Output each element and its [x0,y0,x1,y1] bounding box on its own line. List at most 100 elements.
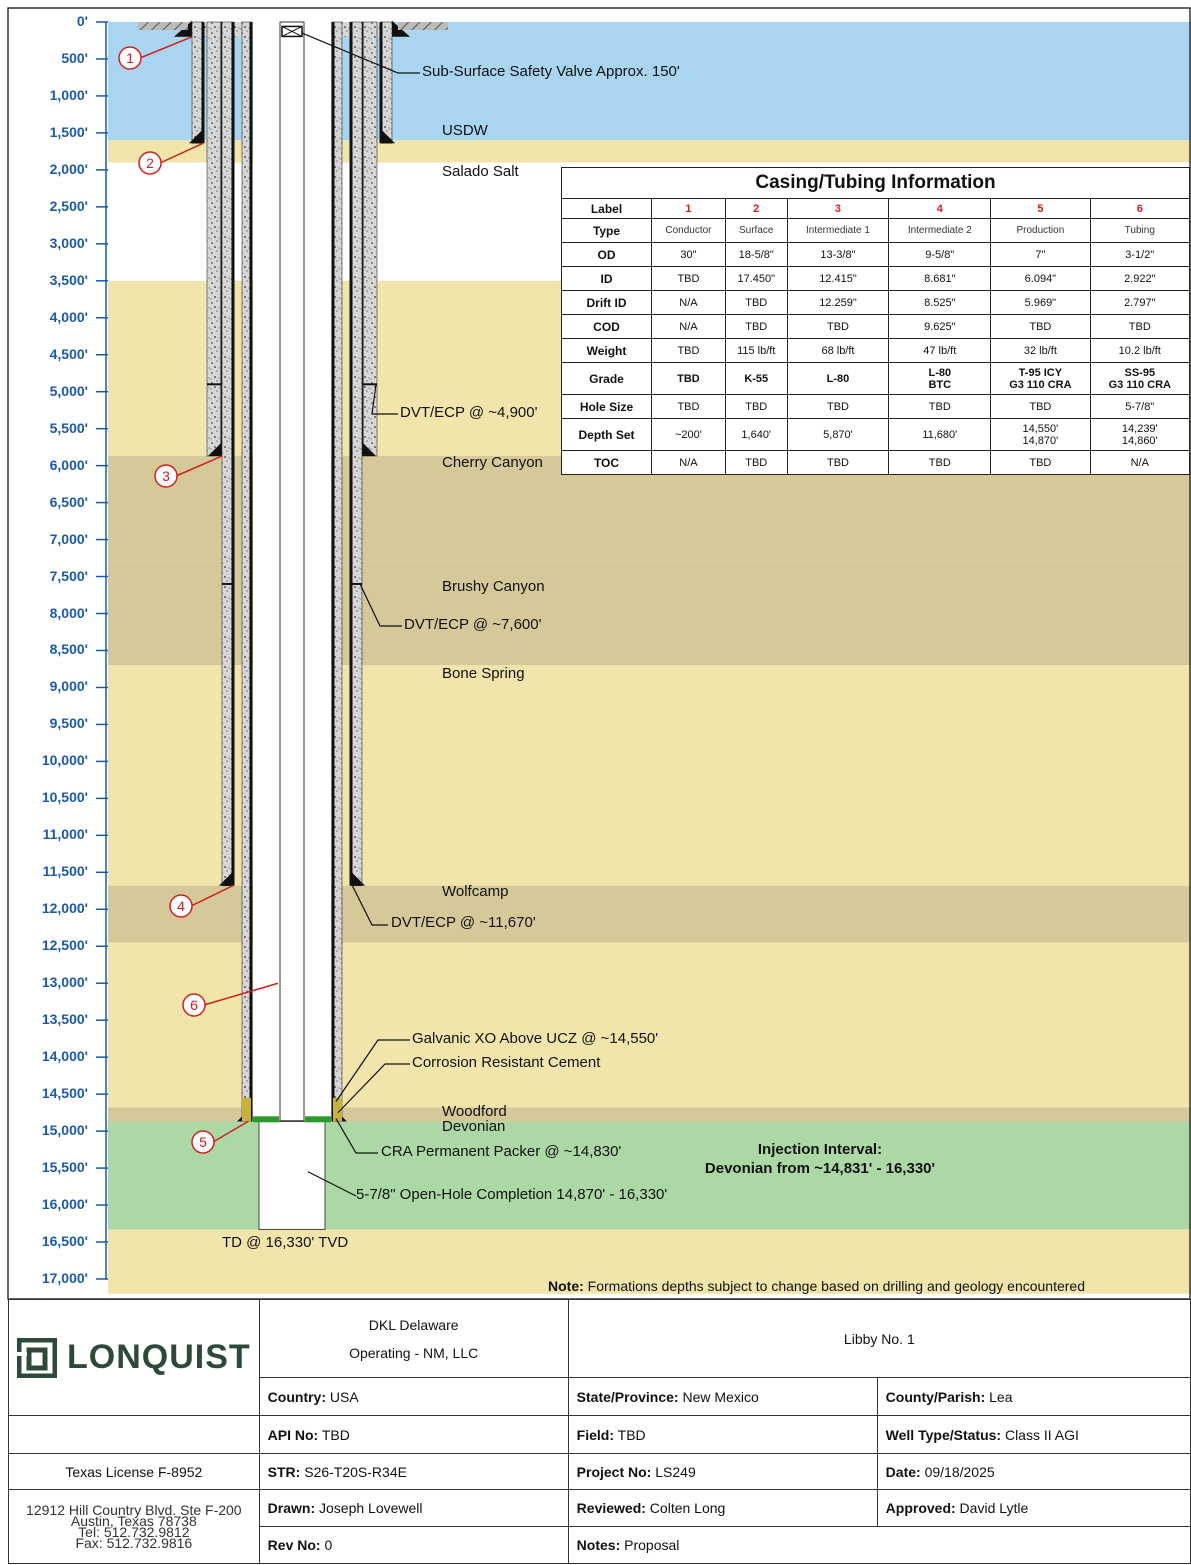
formation-label-wolfcamp: Wolfcamp [442,883,509,900]
casing-row-label: Label [561,198,652,219]
casing-row-label: Drift ID [561,290,652,315]
casing-cell: TBD [651,362,726,395]
casing-cell: 4 [888,198,992,219]
casing-cell: 6 [1089,198,1191,219]
leader-dvt3 [351,884,388,926]
casing-shoe-left [219,871,233,886]
casing-cell: TBD [990,394,1091,419]
casing-cell: TBD [786,314,890,339]
depth-label: 2,500' [49,197,88,214]
annulus-cement-right [350,21,363,886]
callout-circle [138,151,162,175]
rev-cell: Rev No: 0 [258,1526,569,1564]
lonquist-logo: LONQUIST [17,1337,251,1378]
depth-label: 6,500' [49,493,88,510]
well-name: Libby No. 1 [567,1299,1191,1378]
depth-label: 13,000' [41,974,88,991]
casing-cell: Production [990,218,1091,243]
depth-label: 5,000' [49,382,88,399]
casing-cell: 68 lb/ft [786,338,890,363]
address-cell: 12912 Hill Country Blvd. Ste F-200 Austi… [8,1489,260,1564]
casing-cell: TBD [990,450,1091,475]
callout-leader [212,1120,249,1143]
casing-cell: SS-95 G3 110 CRA [1089,362,1191,395]
depth-label: 15,000' [41,1122,88,1139]
casing-cell: L-80 [786,362,890,395]
depth-label: 14,000' [41,1048,88,1065]
casing-cell: 8.525" [888,290,992,315]
callout-circle [118,46,142,70]
casing-cell: TBD [651,266,726,291]
callout-circle [154,464,178,488]
casing-cell: 3 [786,198,890,219]
casing-shoe-right [381,129,395,144]
leader-sssv [301,32,420,74]
annotation-open-hole: 5-7/8" Open-Hole Completion 14,870' - 16… [356,1186,668,1203]
casing-cell: 13-3/8" [786,242,890,267]
depth-label: 16,000' [41,1196,88,1213]
depth-label: 16,500' [41,1233,88,1249]
casing-row-label: Grade [561,362,652,395]
casing-cell: 2 [724,198,788,219]
casing-cell: N/A [651,450,726,475]
annulus-cement-left [206,21,223,457]
casing-cell: TBD [990,314,1091,339]
state-cell: State/Province: New Mexico [567,1377,878,1416]
casing-cell: 5,870' [786,418,890,451]
callout-number: 4 [177,898,185,914]
annulus-cement-right [380,21,393,144]
depth-label: 10,500' [41,789,88,806]
casing-cell: 5 [990,198,1091,219]
depth-label: 4,500' [49,345,88,362]
approved-cell: Approved: David Lytle [876,1489,1191,1527]
casing-cell: TBD [786,450,890,475]
field-cell: Field: TBD [567,1415,878,1454]
casing-cell: 17.450" [724,266,788,291]
casing-shoe-right [362,442,376,457]
casing-cell: N/A [651,290,726,315]
casing-cell: 2.797" [1089,290,1191,315]
packer-left [253,1116,279,1123]
depth-label: 4,000' [49,308,88,325]
casing-cell: 14,239' 14,860' [1089,418,1191,451]
casing-cell: Intermediate 1 [786,218,890,243]
notes-cell: Notes: Proposal [567,1526,1191,1564]
annotation-dvt-4900: DVT/ECP @ ~4,900' [400,404,538,421]
formation-label-bone-spring: Bone Spring [442,665,525,682]
casing-cell: N/A [651,314,726,339]
depth-label: 14,500' [41,1085,88,1102]
callout-number: 3 [162,468,170,484]
depth-label: 11,500' [42,863,88,880]
annotation-dvt-7600: DVT/ECP @ ~7,600' [404,616,542,633]
casing-cell: TBD [1089,314,1191,339]
casing-row-label: ID [561,266,652,291]
depth-label: 8,500' [49,641,88,658]
injection-interval-range: Devonian from ~14,831' - 16,330' [704,1160,936,1177]
casing-row: Depth Set~200'1,640'5,870'11,680'14,550'… [561,418,1191,451]
title-block: LONQUIST DKL Delaware Operating - NM, LL… [8,1299,1191,1564]
casing-cell: K-55 [724,362,788,395]
callout-leader [190,884,234,907]
annotation-sssv: Sub-Surface Safety Valve Approx. 150' [422,63,680,80]
casing-cell: TBD [888,394,992,419]
casing-shoe-right [351,871,365,886]
annotation-td: TD @ 16,330' TVD [222,1234,349,1251]
depth-label: 3,000' [49,234,88,251]
cra-cement-right [333,1097,342,1122]
casing-cell: 18-5/8" [724,242,788,267]
depth-label: 12,000' [41,900,88,917]
casing-cell: 9-5/8" [888,242,992,267]
depth-label: 7,000' [49,530,88,547]
depth-label: 2,000' [49,160,88,177]
operator-name: DKL Delaware Operating - NM, LLC [258,1299,569,1378]
formation-label-brushy-canyon: Brushy Canyon [442,578,545,595]
depth-label: 3,500' [49,271,88,288]
api-cell: API No: TBD [258,1415,569,1454]
well-type-cell: Well Type/Status: Class II AGI [876,1415,1191,1454]
casing-cell: 115 lb/ft [724,338,788,363]
casing-cell: 8.681" [888,266,992,291]
